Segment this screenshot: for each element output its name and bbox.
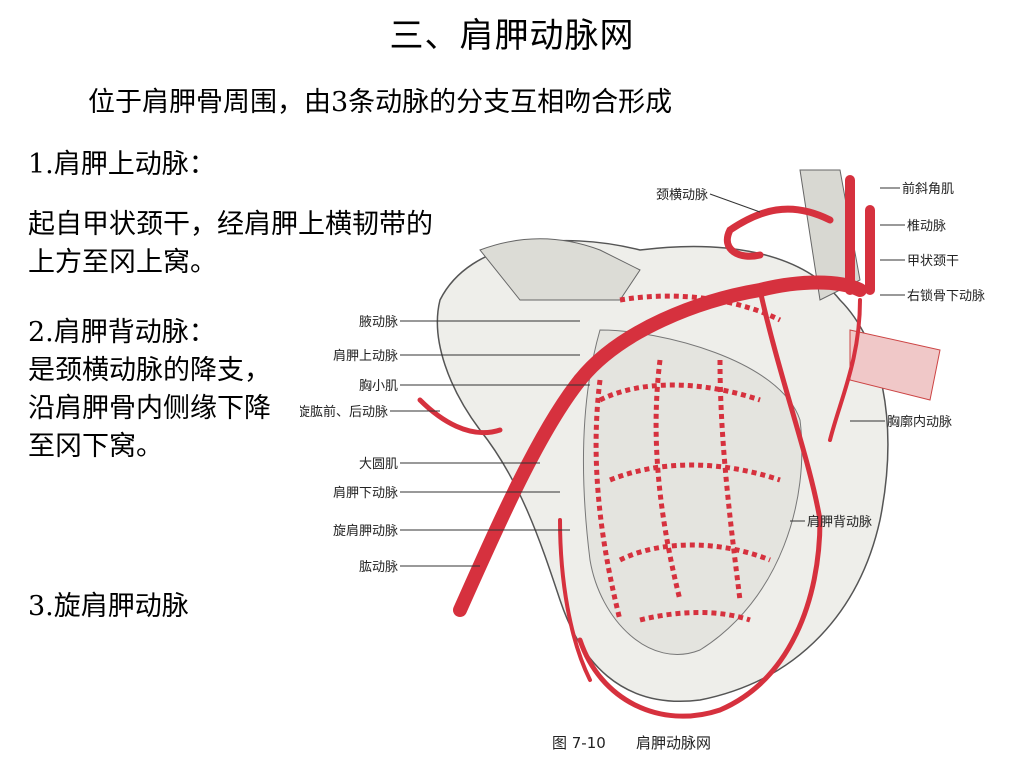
label-circumflex-humeral: 旋肱前、后动脉	[300, 404, 388, 420]
label-pectoralis-minor: 胸小肌	[359, 379, 398, 394]
label-teres-major: 大圆肌	[359, 457, 398, 472]
label-dorsal-scapular: 肩胛背动脉	[807, 514, 872, 530]
label-vertebral-artery: 椎动脉	[907, 219, 946, 234]
section-1-body: 起自甲状颈干，经肩胛上横韧带的上方至冈上窝。	[28, 209, 433, 278]
label-axillary-artery: 腋动脉	[359, 315, 398, 330]
figure-caption-text: 肩胛动脉网	[636, 734, 711, 752]
figure-caption-number: 图 7-10	[552, 734, 606, 752]
label-transverse-cervical: 颈横动脉	[656, 188, 708, 203]
section-3-heading: 3.旋肩胛动脉	[28, 591, 189, 622]
slide-title: 三、肩胛动脉网	[389, 16, 635, 56]
section-2-heading: 2.肩胛背动脉：	[28, 317, 216, 348]
label-subscapular-artery: 肩胛下动脉	[333, 485, 398, 501]
label-suprascapular-artery: 肩胛上动脉	[333, 348, 398, 364]
label-brachial-artery: 肱动脉	[359, 560, 398, 575]
anastomosis-network	[593, 293, 782, 623]
subclavian-stripe	[849, 329, 941, 401]
section-1-heading: 1.肩胛上动脉：	[28, 149, 216, 180]
scapula-body	[582, 329, 803, 655]
label-internal-thoracic: 胸廓内动脉	[887, 414, 952, 430]
anatomy-illustration: 腋动脉 肩胛上动脉 胸小肌 旋肱前、后动脉 大圆肌 肩胛下动脉 旋肩胛动脉 肱动…	[300, 169, 985, 752]
scapular-arterial-network-figure: 腋动脉 肩胛上动脉 胸小肌 旋肱前、后动脉 大圆肌 肩胛下动脉 旋肩胛动脉 肱动…	[300, 150, 1024, 768]
artery-group	[417, 175, 875, 719]
slide-subtitle: 位于肩胛骨周围，由3条动脉的分支互相吻合形成	[88, 87, 673, 118]
section-2-body: 是颈横动脉的降支，沿肩胛骨内侧缘下降至冈下窝。	[28, 355, 271, 462]
leader-lines	[390, 187, 905, 567]
acromion-shape	[479, 238, 641, 301]
label-right-subclavian: 右锁骨下动脉	[907, 288, 985, 304]
label-anterior-scalene: 前斜角肌	[902, 181, 954, 197]
label-circumflex-scapular: 旋肩胛动脉	[333, 523, 398, 539]
label-thyrocervical-trunk: 甲状颈干	[907, 254, 959, 269]
